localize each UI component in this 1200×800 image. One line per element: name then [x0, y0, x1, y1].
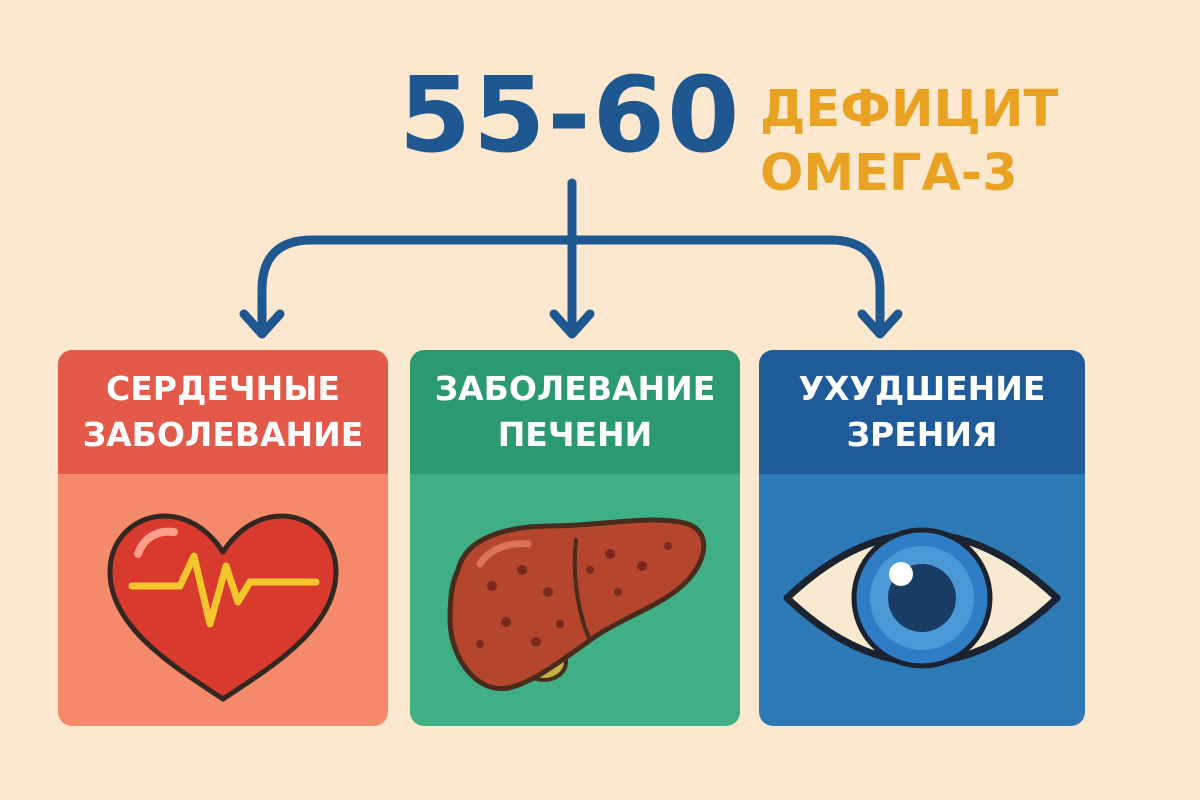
card-heart-body: [58, 474, 388, 726]
card-heart-title-line2: ЗАБОЛЕВАНИЕ: [82, 415, 364, 454]
heart-pulse-icon: [107, 513, 339, 702]
arrowhead-left: [239, 309, 285, 339]
card-heart-disease: СЕРДЕЧНЫЕ ЗАБОЛЕВАНИЕ: [58, 350, 388, 726]
deficit-title-line1: ДЕФИЦИТ: [760, 80, 1059, 139]
card-eye-title: УХУДШЕНИЕ ЗРЕНИЯ: [759, 350, 1085, 474]
eye-icon: [783, 527, 1061, 669]
card-liver-body: [410, 474, 740, 726]
arrowhead-right: [857, 309, 903, 339]
age-range-label: 55-60: [398, 54, 742, 176]
branch-line-right: [567, 235, 885, 337]
card-liver-title-line1: ЗАБОЛЕВАНИЕ: [434, 369, 716, 408]
card-liver-title-line2: ПЕЧЕНИ: [497, 415, 653, 454]
card-vision-decline: УХУДШЕНИЕ ЗРЕНИЯ: [759, 350, 1085, 726]
card-eye-title-line2: ЗРЕНИЯ: [846, 415, 998, 454]
card-eye-body: [759, 474, 1085, 726]
arrowhead-center: [549, 309, 595, 339]
deficit-title-line2: ОМЕГА-3: [760, 144, 1018, 203]
card-heart-title-line1: СЕРДЕЧНЫЕ: [106, 369, 340, 408]
branch-line-left: [257, 235, 577, 337]
card-liver-title: ЗАБОЛЕВАНИЕ ПЕЧЕНИ: [410, 350, 740, 474]
card-heart-title: СЕРДЕЧНЫЕ ЗАБОЛЕВАНИЕ: [58, 350, 388, 474]
card-eye-title-line1: УХУДШЕНИЕ: [798, 369, 1046, 408]
deficit-title: ДЕФИЦИТ ОМЕГА-3: [760, 78, 1080, 206]
liver-icon: [447, 517, 707, 692]
card-liver-disease: ЗАБОЛЕВАНИЕ ПЕЧЕНИ: [410, 350, 740, 726]
